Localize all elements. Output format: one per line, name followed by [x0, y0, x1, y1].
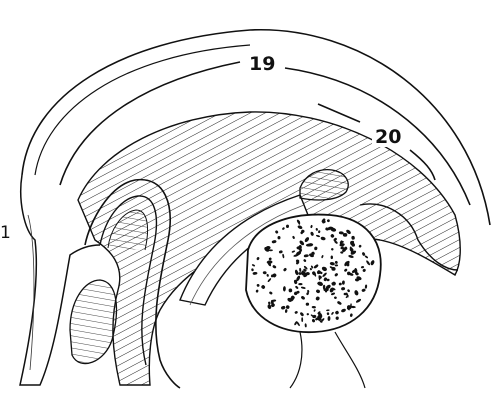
label-19: 19: [246, 55, 278, 74]
arc-20-left: [318, 104, 360, 122]
stipple-dot: [298, 283, 302, 285]
lower-loop: [70, 280, 116, 364]
stipple-dot: [323, 288, 328, 291]
lower-right-stalk: [290, 332, 365, 388]
stipple-dot: [269, 249, 273, 251]
label-1: 1: [0, 225, 11, 242]
label-20: 20: [372, 128, 404, 147]
